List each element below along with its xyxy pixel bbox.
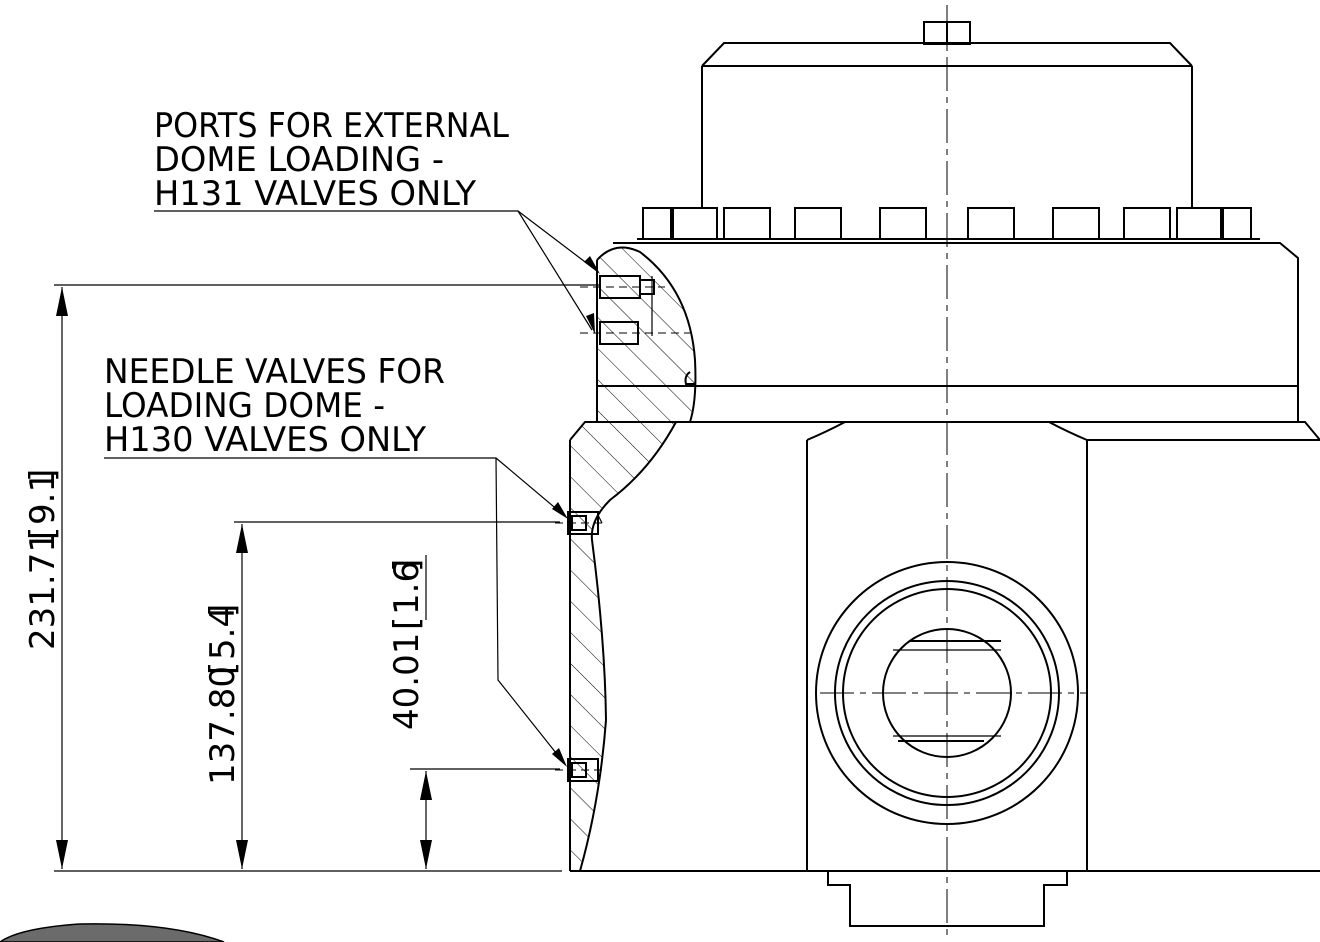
dim-overall-value: 231.71 xyxy=(23,531,63,650)
callout-needle-line3: H130 VALVES ONLY xyxy=(104,420,426,460)
callout-ports: PORTS FOR EXTERNAL DOME LOADING - H131 V… xyxy=(154,106,600,334)
callout-ports-line1: PORTS FOR EXTERNAL xyxy=(154,106,509,146)
dim-overall-bracket-close: ] xyxy=(23,469,63,482)
callout-ports-line2: DOME LOADING - xyxy=(154,140,444,180)
callout-needle: NEEDLE VALVES FOR LOADING DOME - H130 VA… xyxy=(104,352,568,767)
dim-lower-port-alt: 1.6 xyxy=(387,561,427,615)
main-body xyxy=(569,421,1320,872)
bolt-row xyxy=(637,207,1260,244)
callout-needle-line1: NEEDLE VALVES FOR xyxy=(104,352,445,392)
callout-needle-line2: LOADING DOME - xyxy=(104,386,385,426)
dimension-lines xyxy=(54,284,600,872)
dim-lower-port-value: 40.01 xyxy=(387,633,427,730)
callout-ports-line3: H131 VALVES ONLY xyxy=(154,174,476,214)
dim-lower-port-bracket-open: [ xyxy=(387,617,427,630)
dim-upper-port-bracket-close: ] xyxy=(203,604,243,617)
dim-lower-port-bracket-close: ] xyxy=(387,559,427,572)
corner-shape xyxy=(0,923,225,942)
inlet-port xyxy=(815,561,1087,825)
bottom-stub xyxy=(827,871,1068,927)
dim-overall-bracket-open: [ xyxy=(23,527,63,540)
dim-overall-alt: 9.1 xyxy=(23,471,63,525)
dim-upper-port-bracket-open: [ xyxy=(203,662,243,675)
top-cap xyxy=(701,21,1193,207)
section-lower xyxy=(555,421,677,872)
dim-upper-port-value: 137.80 xyxy=(203,666,243,785)
section-upper xyxy=(580,246,697,423)
dim-upper-port-alt: 5.4 xyxy=(203,606,243,660)
